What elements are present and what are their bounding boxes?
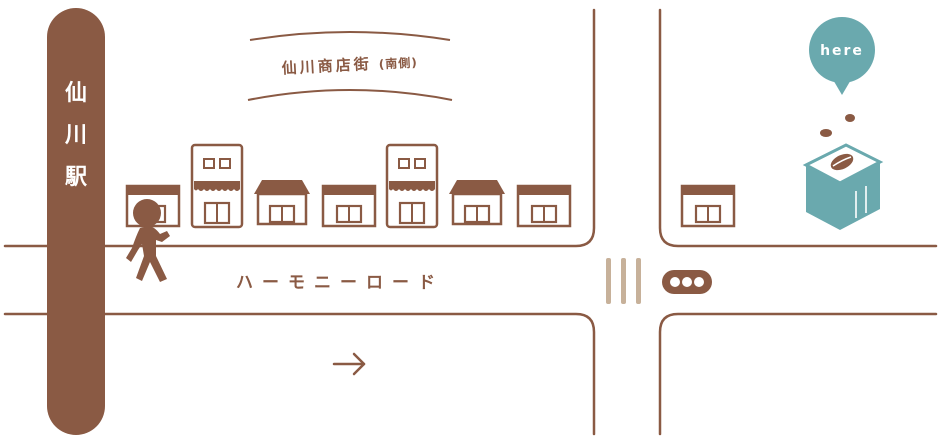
- station-name-char-2: 川: [64, 123, 87, 148]
- shopping-street-label: 仙川商店街 (南側): [247, 31, 453, 101]
- station-name-char-1: 仙: [65, 80, 87, 106]
- walking-person-icon: [126, 199, 170, 282]
- station: 仙 川 駅: [47, 8, 105, 435]
- cafe-box-icon: [802, 114, 884, 230]
- shop-icon: [321, 184, 377, 228]
- shop-row-south: [125, 143, 736, 229]
- svg-text:仙川商店街 (南側): 仙川商店街 (南側): [281, 51, 418, 77]
- location-pin-label: here: [820, 43, 864, 59]
- shop-icon: [516, 184, 572, 228]
- road-outlines: [3, 8, 938, 436]
- shopping-street-name: 仙川商店街: [281, 55, 372, 78]
- shopping-street-side: (南側): [378, 54, 418, 71]
- location-pin-icon: here: [809, 17, 875, 95]
- shop-icon: [680, 184, 736, 228]
- shop-icon: [385, 143, 439, 229]
- shop-icon: [252, 178, 312, 226]
- arrow-right-icon: [332, 352, 366, 376]
- traffic-signal-icon: [662, 270, 712, 294]
- crosswalk-icon: [606, 258, 641, 304]
- station-name-char-3: 駅: [65, 165, 87, 190]
- road-name: ハーモニーロード: [236, 273, 444, 293]
- shop-icon: [190, 143, 244, 229]
- shop-icon: [447, 178, 507, 226]
